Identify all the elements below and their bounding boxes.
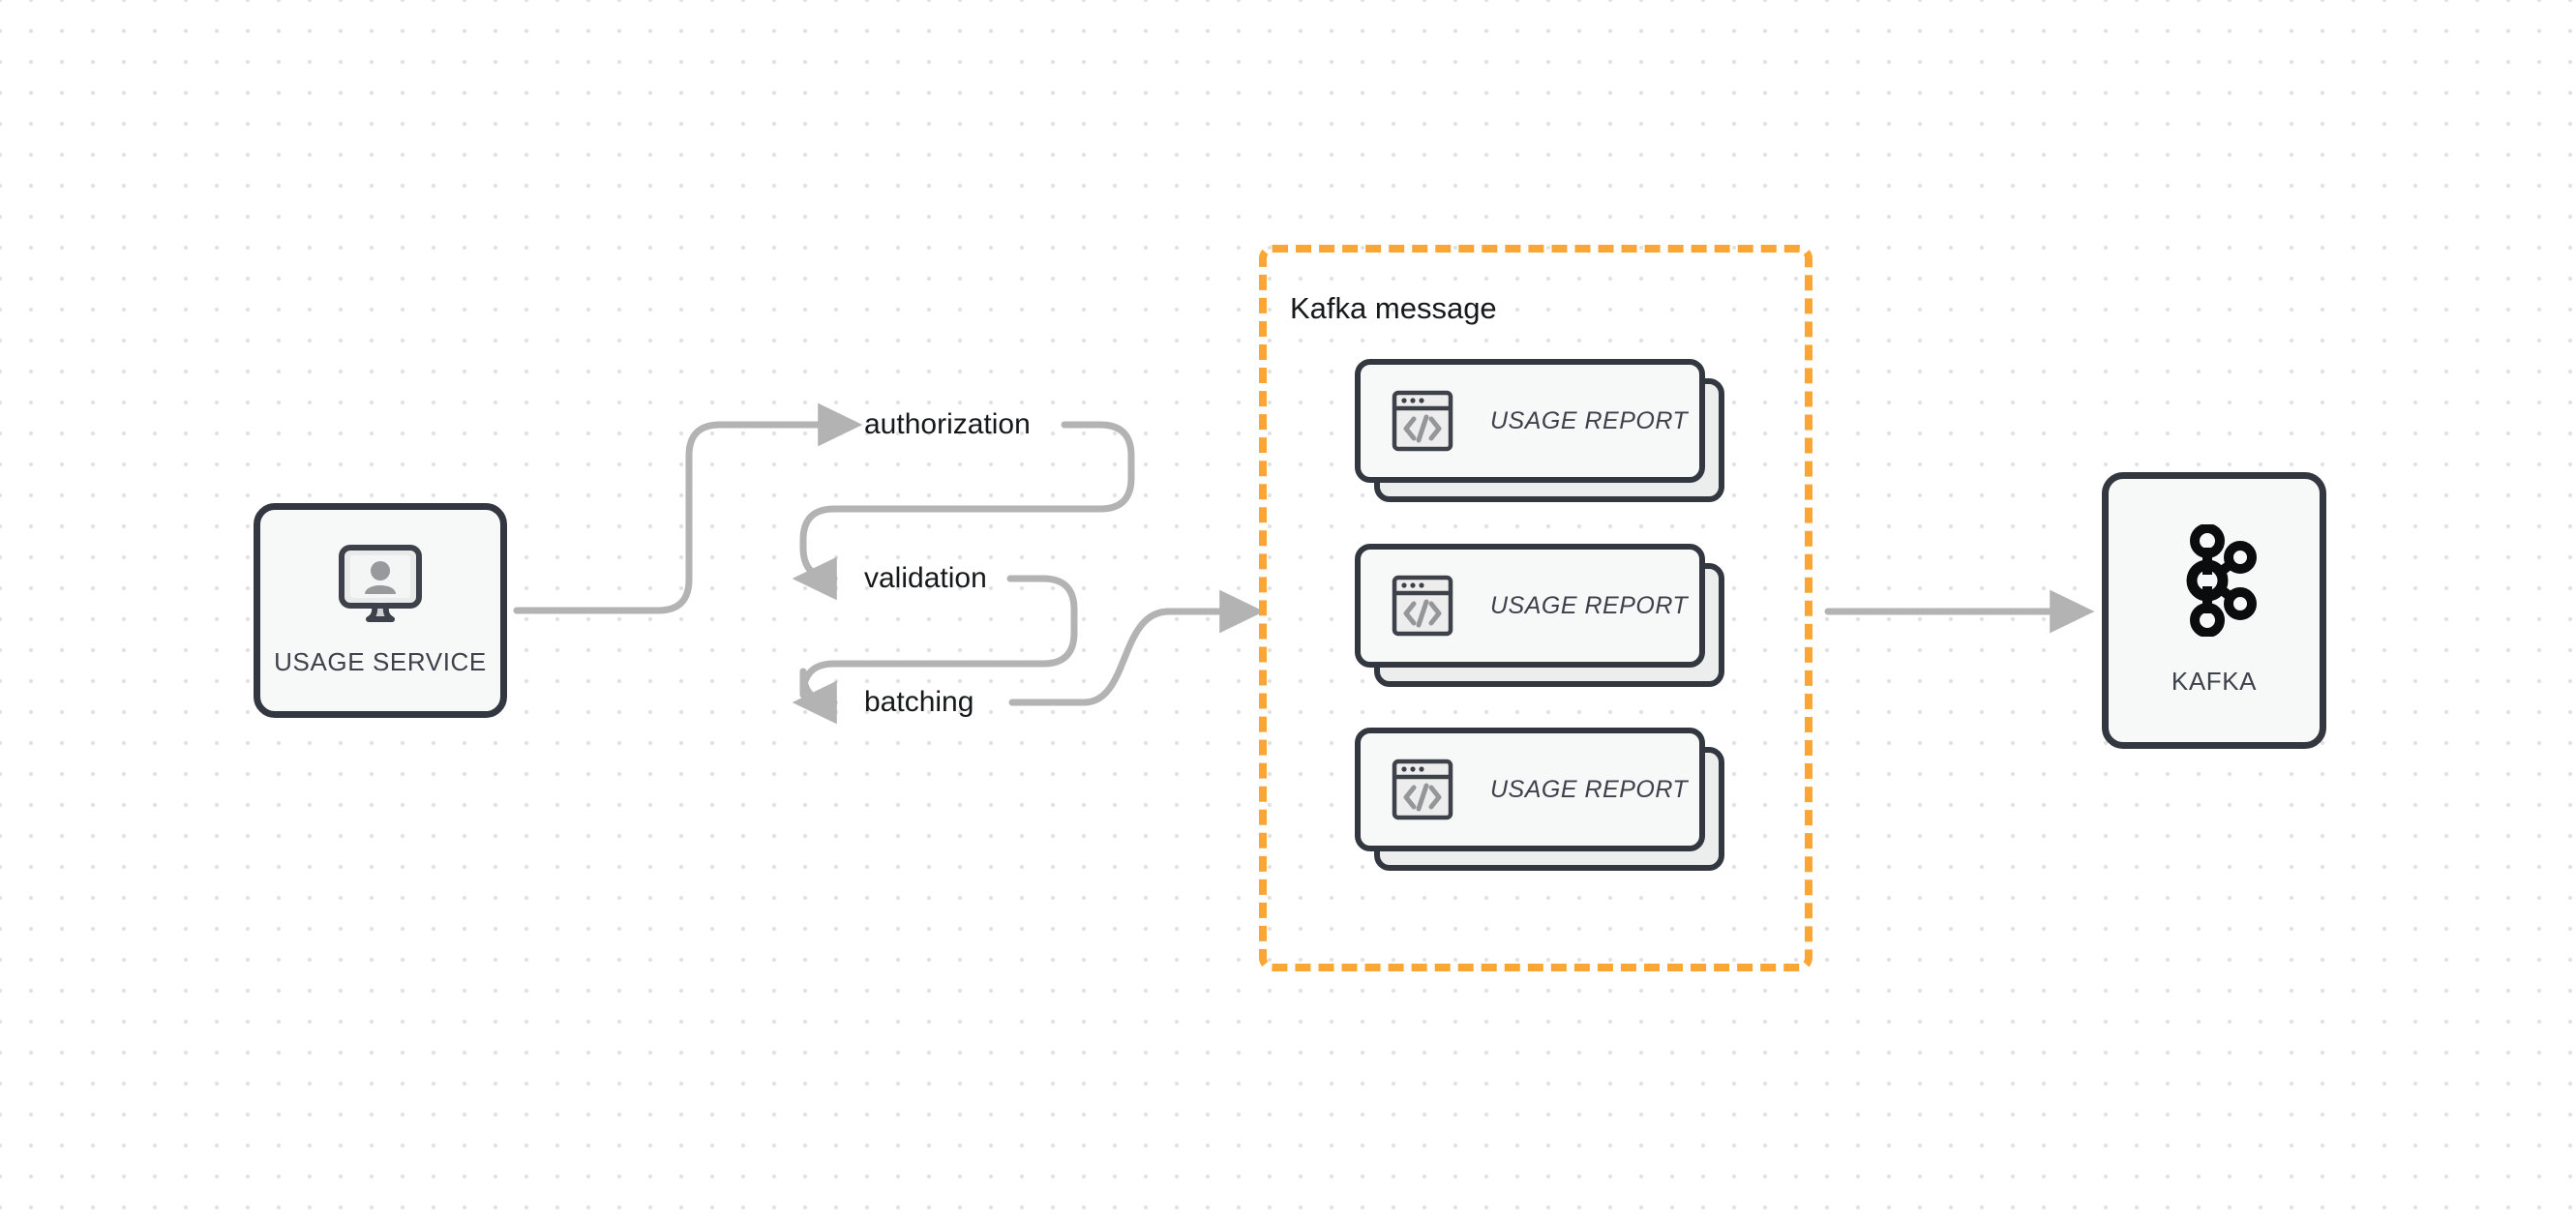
card-front[interactable]: USAGE REPORT	[1355, 728, 1705, 851]
connector-authorization-to-validation	[792, 421, 1135, 601]
node-usage-service[interactable]: USAGE SERVICE	[254, 503, 507, 718]
usage-report-card-title: USAGE REPORT	[1490, 775, 1689, 803]
kafka-message-group[interactable]	[1259, 245, 1812, 971]
usage-report-card-title: USAGE REPORT	[1490, 591, 1689, 619]
node-kafka-label: KAFKA	[2171, 667, 2258, 696]
kafka-message-title: Kafka message	[1290, 291, 1497, 325]
node-kafka[interactable]: KAFKA	[2102, 472, 2326, 749]
code-window-icon	[1392, 390, 1453, 452]
usage-report-card[interactable]: USAGE REPORT	[1355, 359, 1724, 502]
card-front[interactable]: USAGE REPORT	[1355, 359, 1705, 483]
usage-report-card[interactable]: USAGE REPORT	[1355, 544, 1724, 687]
usage-report-card[interactable]: USAGE REPORT	[1355, 728, 1724, 871]
code-window-icon	[1392, 575, 1453, 637]
connector-usage-service-to-authorization	[513, 402, 863, 614]
kafka-logo-icon	[2169, 523, 2260, 641]
card-front[interactable]: USAGE REPORT	[1355, 544, 1705, 668]
step-label-authorization[interactable]: authorization	[864, 408, 1031, 440]
step-label-validation[interactable]: validation	[864, 562, 987, 594]
connector-batching-to-kafka-message	[1008, 589, 1265, 706]
monitor-user-icon	[336, 544, 425, 630]
usage-report-card-title: USAGE REPORT	[1490, 406, 1689, 434]
connector-validation-to-batching	[792, 575, 1078, 725]
node-usage-service-label: USAGE SERVICE	[274, 647, 487, 676]
step-label-batching[interactable]: batching	[864, 686, 974, 718]
code-window-icon	[1392, 759, 1453, 820]
